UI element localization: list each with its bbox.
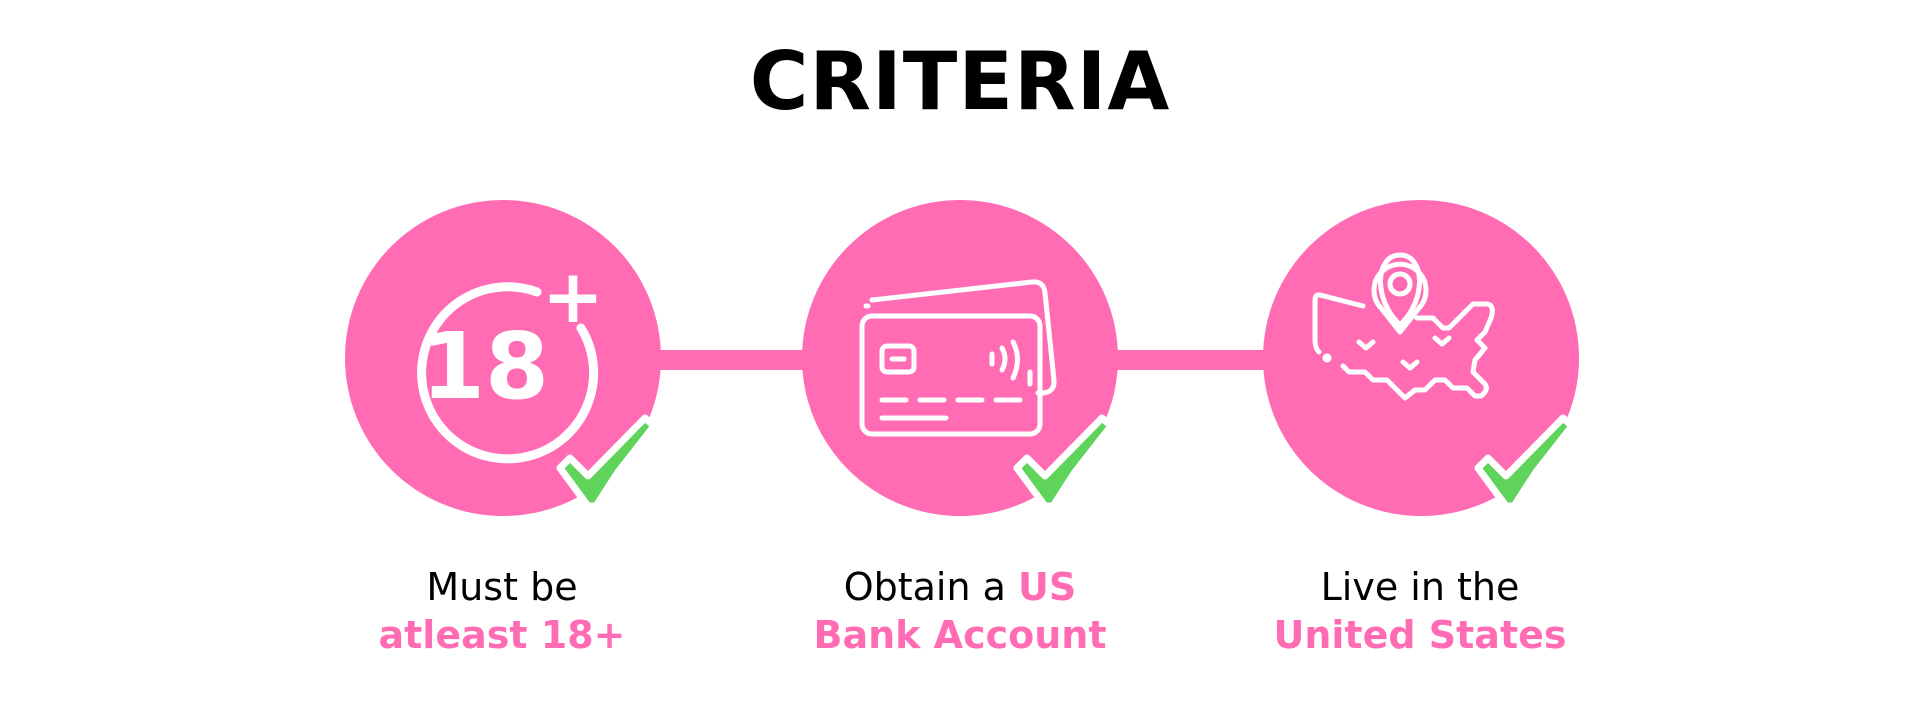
- caption-line-1: Must be: [282, 563, 722, 611]
- criterion-location: [1263, 200, 1579, 516]
- connector-line-1: [650, 350, 810, 370]
- caption-line-1: Obtain a US: [740, 563, 1180, 611]
- checkmark-icon: [1013, 414, 1115, 510]
- caption-plain-text: Must be: [426, 565, 578, 609]
- caption-highlight-text: US: [1018, 565, 1077, 609]
- bank-card-icon: [859, 279, 1057, 437]
- age-icon-plus: +: [542, 254, 604, 340]
- caption-age: Must be atleast 18+: [282, 563, 722, 659]
- checkmark-icon: [556, 414, 658, 510]
- caption-line-1: Live in the: [1200, 563, 1640, 611]
- criterion-bank: [802, 200, 1118, 516]
- age-18-plus-icon: 18 +: [417, 254, 604, 464]
- page-title: CRITERIA: [749, 35, 1171, 128]
- caption-line-2: Bank Account: [740, 611, 1180, 659]
- criterion-age: 18 +: [345, 200, 661, 516]
- us-map-pin-icon: [1312, 252, 1495, 401]
- caption-highlight-text: United States: [1273, 613, 1567, 657]
- caption-highlight-text: Bank Account: [813, 613, 1107, 657]
- caption-location: Live in the United States: [1200, 563, 1640, 659]
- caption-highlight-text: atleast 18+: [378, 613, 626, 657]
- caption-line-2: atleast 18+: [282, 611, 722, 659]
- criterion-circle-age: 18 +: [345, 200, 661, 516]
- age-icon-number: 18: [421, 313, 549, 420]
- caption-bank: Obtain a US Bank Account: [740, 563, 1180, 659]
- caption-line-2: United States: [1200, 611, 1640, 659]
- caption-plain-text: Obtain a: [843, 565, 1019, 609]
- caption-plain-text: Live in the: [1320, 565, 1520, 609]
- connector-line-2: [1110, 350, 1270, 370]
- checkmark-icon: [1474, 414, 1576, 510]
